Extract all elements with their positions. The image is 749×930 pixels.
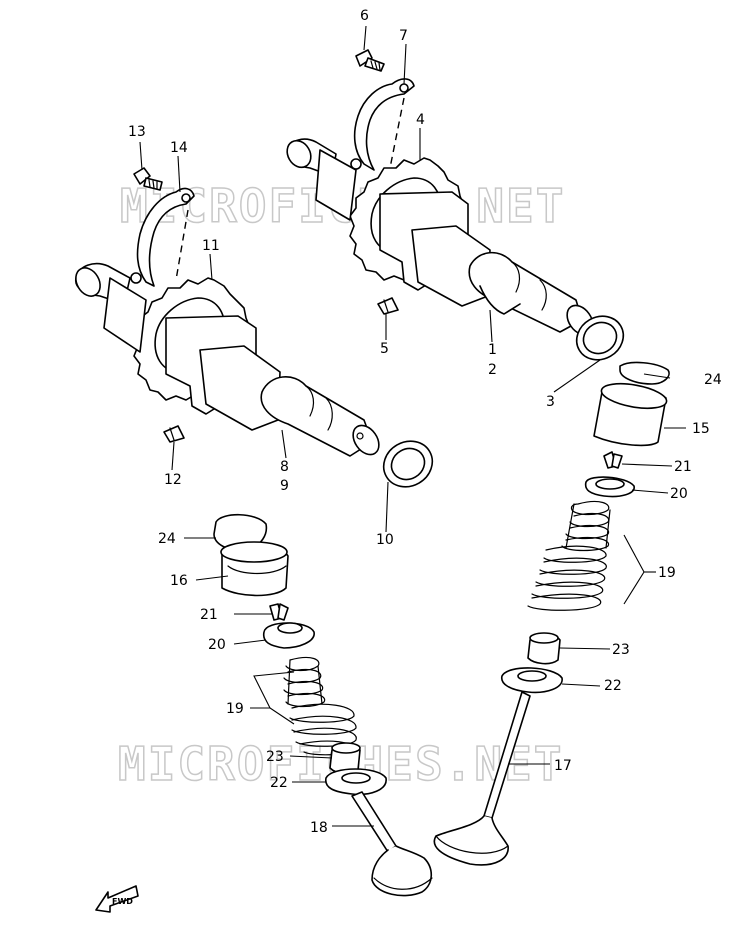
cotter-21-left [269, 603, 289, 621]
callout-5: 5 [380, 341, 389, 357]
callout-20-right: 20 [670, 486, 688, 502]
valve-spring-19-left [283, 656, 357, 756]
callout-19-right: 19 [658, 565, 676, 581]
callout-3: 3 [546, 394, 555, 410]
valve-spring-19-right [527, 500, 611, 611]
tappet-15 [593, 382, 668, 447]
callout-12: 12 [164, 472, 182, 488]
callout-18: 18 [310, 820, 328, 836]
callout-1: 1 [488, 342, 497, 358]
valve-18 [351, 791, 433, 897]
callout-9: 9 [280, 478, 289, 494]
callout-6: 6 [360, 8, 369, 24]
callout-20-left: 20 [208, 637, 226, 653]
callout-17: 17 [554, 758, 572, 774]
leader-lines [139, 25, 686, 827]
callout-21-right: 21 [674, 459, 692, 475]
tappet-16 [220, 541, 289, 597]
pin-5 [377, 297, 399, 315]
cam-chain-guide-7 [350, 78, 415, 171]
callout-labels: 6 7 4 13 14 11 5 1 2 3 24 15 8 9 12 21 2… [128, 8, 722, 836]
callout-16: 16 [170, 573, 188, 589]
fwd-label: FWD [112, 897, 133, 906]
bolt-6 [355, 49, 385, 72]
callout-23-right: 23 [612, 642, 630, 658]
valve-17 [433, 691, 531, 866]
callout-23-left: 23 [266, 749, 284, 765]
callout-24-right: 24 [704, 372, 722, 388]
callout-21-left: 21 [200, 607, 218, 623]
cam-chain-guide-14 [130, 187, 195, 287]
callout-11: 11 [202, 238, 220, 254]
callout-7: 7 [399, 28, 408, 44]
callout-4: 4 [416, 112, 425, 128]
callout-13: 13 [128, 124, 146, 140]
retainer-20-left [262, 622, 315, 649]
callout-19-left: 19 [226, 701, 244, 717]
valve-seal-23-right [527, 632, 561, 665]
shim-24-right [619, 361, 670, 385]
callout-15: 15 [692, 421, 710, 437]
valve-seal-23-left [329, 742, 361, 775]
pin-12 [163, 425, 185, 443]
callout-10: 10 [376, 532, 394, 548]
camshaft-1-2 [286, 138, 594, 336]
bolt-13 [133, 167, 163, 191]
spring-seat-22-left [325, 768, 387, 796]
callout-2: 2 [488, 362, 497, 378]
fwd-arrow-icon: FWD [95, 885, 139, 913]
retainer-20-right [584, 476, 635, 498]
callout-24-left: 24 [158, 531, 176, 547]
callout-14: 14 [170, 140, 188, 156]
callout-8: 8 [280, 459, 289, 475]
camshaft-8-9 [75, 262, 380, 457]
callout-22-right: 22 [604, 678, 622, 694]
cotter-21-right [603, 451, 623, 469]
shim-3 [575, 315, 625, 361]
spring-seat-22-right [501, 667, 563, 694]
callout-22-left: 22 [270, 775, 288, 791]
shim-10 [382, 440, 434, 488]
